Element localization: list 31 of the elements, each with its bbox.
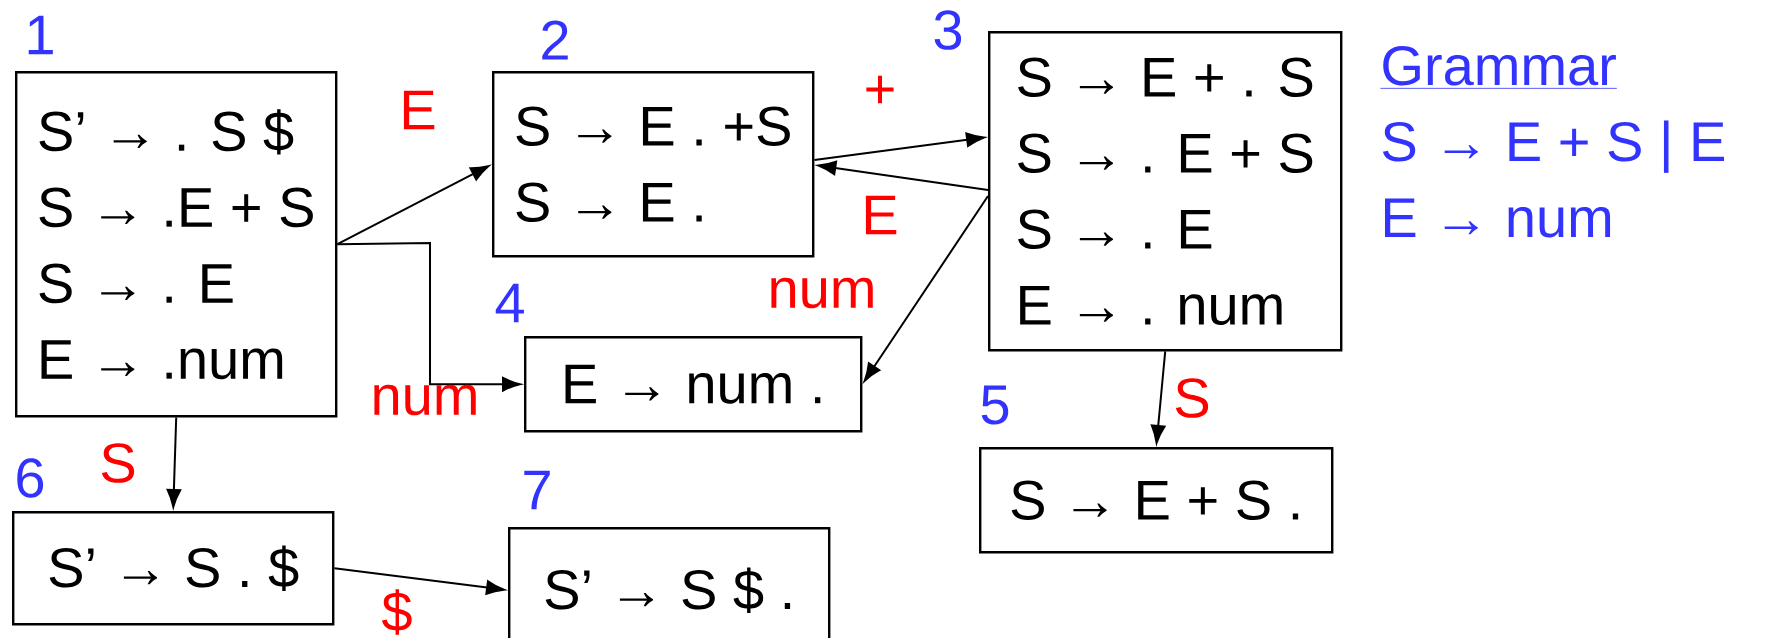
state-number: 6 — [17, 458, 44, 498]
arrow — [817, 160, 989, 191]
edge-label: E — [865, 195, 897, 235]
edge-label: num — [374, 384, 476, 416]
arrow — [813, 132, 985, 161]
state-box: S’ → S . $ — [12, 511, 335, 626]
grammar-heading: Grammar — [1380, 45, 1618, 89]
arrow — [336, 242, 521, 392]
edge-label: E — [403, 90, 435, 130]
edge-label: S — [1175, 378, 1209, 418]
arrow — [333, 567, 505, 595]
arrow — [336, 165, 490, 246]
state-number: 2 — [542, 20, 568, 60]
arrow — [863, 195, 989, 382]
state-number: 1 — [28, 15, 53, 55]
edge-label: + — [866, 75, 894, 104]
state-number: 3 — [934, 10, 962, 50]
state-number: 4 — [495, 283, 524, 323]
arrow — [166, 416, 182, 508]
state-box: E → num . — [524, 336, 863, 433]
edge-label: $ — [382, 589, 412, 635]
state-number: 5 — [981, 385, 1009, 425]
arrow — [1150, 350, 1167, 444]
edge-label: num — [771, 277, 873, 309]
state-box: S → E + S . — [979, 447, 1334, 554]
state-box: S’ → . S $ S → .E + S S → . E E → .num — [15, 71, 338, 418]
state-number: 7 — [524, 470, 550, 510]
state-box: S → E + . S S → . E + S S → . E E → . num — [988, 31, 1343, 352]
state-box: S → E . +S S → E . — [492, 71, 815, 258]
edge-label: S — [101, 443, 135, 483]
state-box: S’ → S $ . — [508, 527, 831, 638]
